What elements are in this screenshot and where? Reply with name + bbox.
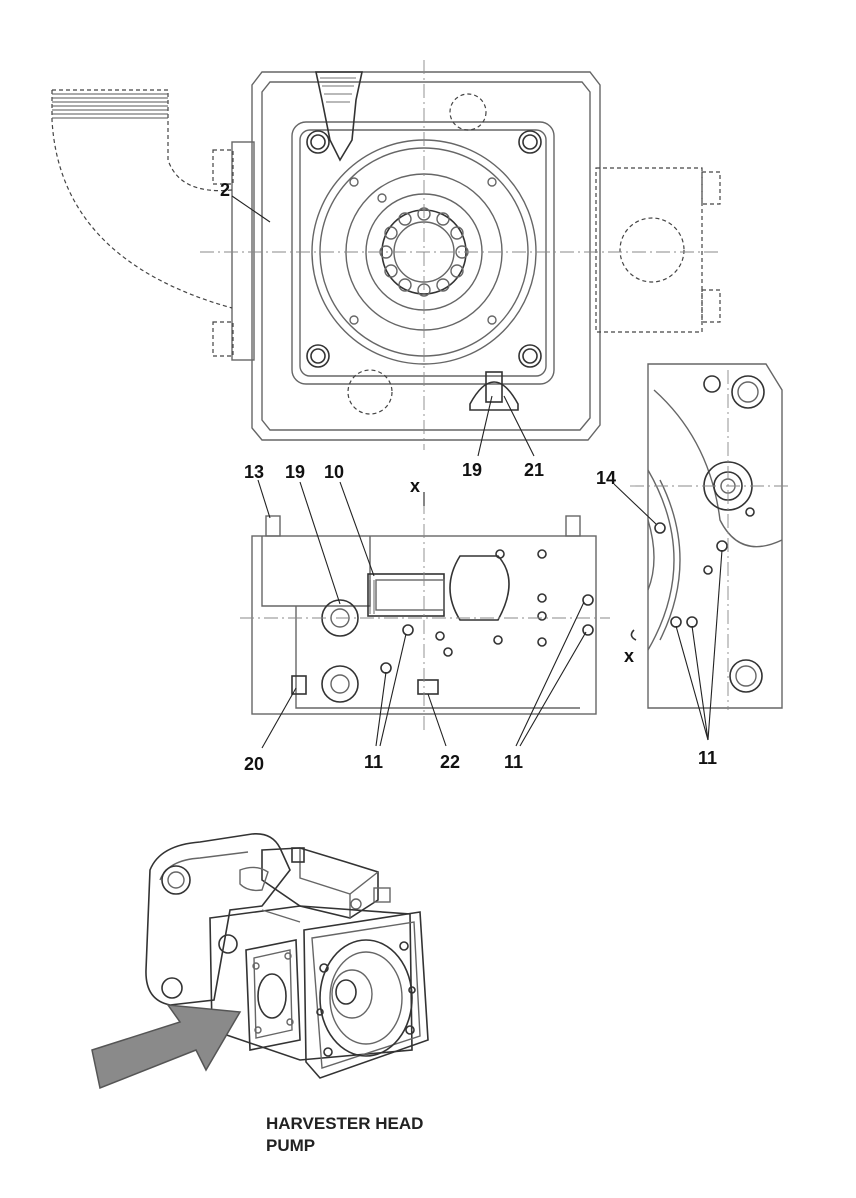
side-view: [240, 500, 610, 730]
callout-11-a: 11: [364, 752, 383, 772]
callout-2: 2: [220, 180, 230, 200]
callouts: 2 13 19 10 x 19 21 14 x 20 11 22 11 11: [220, 180, 717, 774]
callout-19-left: 19: [285, 462, 305, 482]
callout-10: 10: [324, 462, 344, 482]
callout-19-right: 19: [462, 460, 482, 480]
caption-line-2: PUMP: [266, 1136, 316, 1155]
pump-3d-illustration: [91, 832, 429, 1090]
pointer-arrow: [91, 1004, 242, 1090]
callout-21: 21: [524, 460, 544, 480]
callout-x-top: x: [410, 476, 420, 496]
end-view: [630, 363, 790, 710]
leader-lines: [231, 195, 723, 749]
callout-20: 20: [244, 754, 264, 774]
callout-13: 13: [244, 462, 264, 482]
callout-11-b: 11: [504, 752, 523, 772]
callout-11-c: 11: [698, 748, 717, 768]
callout-22: 22: [440, 752, 460, 772]
pump-caption: HARVESTER HEAD PUMP: [266, 1113, 423, 1157]
caption-line-1: HARVESTER HEAD: [266, 1114, 424, 1133]
front-view: [51, 60, 721, 450]
callout-x-side: x: [624, 646, 634, 666]
callout-14: 14: [596, 468, 616, 488]
